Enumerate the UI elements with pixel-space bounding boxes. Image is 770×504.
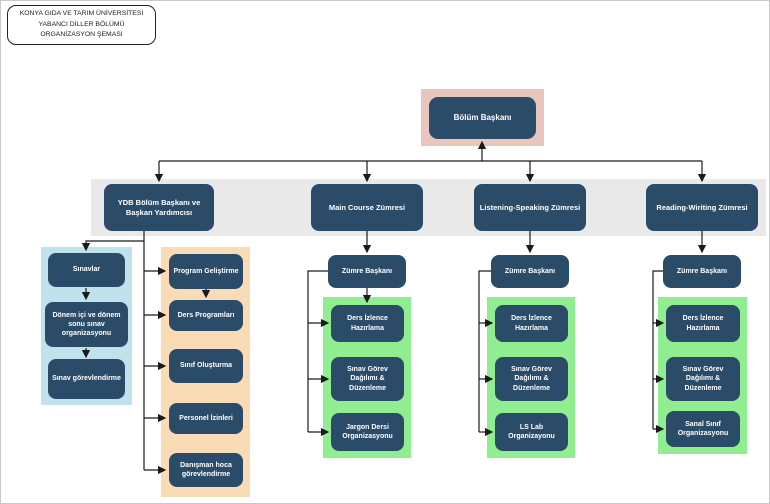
chart-title-line: KONYA GIDA VE TARIM ÜNİVERSİTESİ bbox=[19, 9, 144, 17]
task-node-rw-ders-izlence: Ders İzlence Hazırlama bbox=[666, 305, 740, 342]
task-node-ls-sinav-gorev: Sınav Görev Dağılımı & Düzenleme bbox=[495, 357, 568, 401]
task-node-rw-sinav-gorev: Sınav Görev Dağılımı & Düzenleme bbox=[666, 357, 740, 401]
dept-node-reading-writing: Reading-Wiriting Zümresi bbox=[646, 184, 758, 231]
dept-node-ydb: YDB Bölüm Başkanı ve Başkan Yardımcısı bbox=[104, 184, 214, 231]
dept-node-main-course: Main Course Zümresi bbox=[311, 184, 423, 231]
dept-node-listening-speaking: Listening-Speaking Zümresi bbox=[474, 184, 586, 231]
task-node-sinavlar: Sınavlar bbox=[48, 253, 125, 287]
task-node-ders-programlari: Ders Programları bbox=[169, 300, 243, 331]
task-node-ls-ders-izlence: Ders İzlence Hazırlama bbox=[495, 305, 568, 342]
task-node-danisman-hoca: Danışman hoca görevlendirme bbox=[169, 453, 243, 487]
leader-node-listening-speaking: Zümre Başkanı bbox=[491, 255, 569, 288]
task-node-sinif-olusturma: Sınıf Oluşturma bbox=[169, 349, 243, 383]
org-node-bolum-baskani: Bölüm Başkanı bbox=[429, 97, 536, 139]
task-node-rw-sanal-sinif: Sanal Sınıf Organizasyonu bbox=[666, 411, 740, 447]
task-node-ls-lab: LS Lab Organizayonu bbox=[495, 413, 568, 451]
leader-node-main-course: Zümre Başkanı bbox=[328, 255, 406, 288]
task-node-personel-izinleri: Personel İzinleri bbox=[169, 403, 243, 434]
task-node-mc-ders-izlence: Ders İzlence Hazırlama bbox=[331, 305, 404, 342]
task-node-donem-sinav-organizasyonu: Dönem içi ve dönem sonu sınav organizasy… bbox=[45, 302, 128, 347]
chart-title: KONYA GIDA VE TARIM ÜNİVERSİTESİ YABANCI… bbox=[7, 5, 156, 45]
task-node-sinav-gorevlendirme: Sınav görevlendirme bbox=[48, 359, 125, 399]
chart-title-line: YABANCI DİLLER BÖLÜMÜ bbox=[38, 20, 125, 28]
task-node-mc-jargon-dersi: Jargon Dersi Organizasyonu bbox=[331, 413, 404, 451]
leader-node-reading-writing: Zümre Başkanı bbox=[663, 255, 741, 288]
task-node-program-gelistirme: Program Geliştirme bbox=[169, 254, 243, 289]
task-node-mc-sinav-gorev: Sınav Görev Dağılımı & Düzenleme bbox=[331, 357, 404, 401]
chart-title-line: ORGANİZASYON ŞEMASI bbox=[40, 31, 123, 39]
